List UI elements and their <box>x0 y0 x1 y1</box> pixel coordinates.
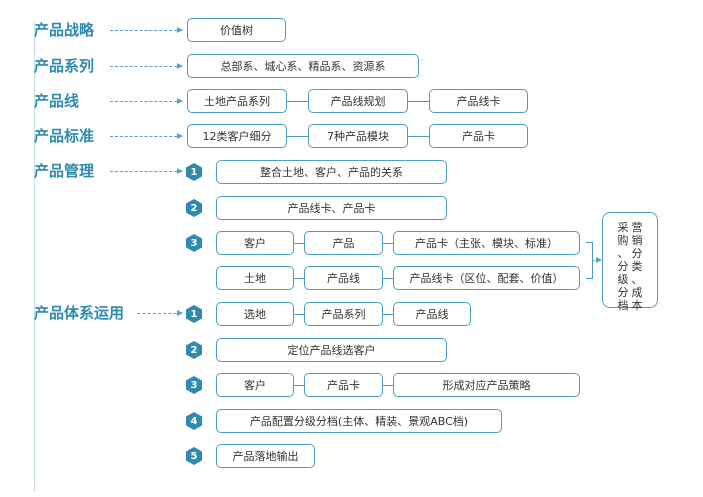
connector <box>383 385 393 386</box>
heading-product-strategy: 产品战略 <box>34 21 95 39</box>
box-customer: 客户 <box>216 231 294 255</box>
connector <box>294 385 304 386</box>
arrow-to-side <box>592 257 602 263</box>
step-badge-3: 3 <box>186 234 202 252</box>
box-line-card-product-card: 产品线卡、产品卡 <box>216 196 447 220</box>
connector <box>287 101 308 102</box>
step-badge-4: 4 <box>186 412 202 430</box>
heading-product-line: 产品线 <box>34 92 80 110</box>
step-badge-1: 1 <box>186 305 202 323</box>
arrow-line <box>110 98 183 104</box>
step-badge-2: 2 <box>186 199 202 217</box>
box-product-line-card-detail: 产品线卡（区位、配套、价值） <box>393 266 580 290</box>
box-position-line-customer: 定位产品线选客户 <box>216 338 447 362</box>
box-product-line: 产品线 <box>393 302 471 326</box>
box-product-card-detail: 产品卡（主张、模块、标准） <box>393 231 580 255</box>
box-product-output: 产品落地输出 <box>216 444 315 468</box>
box-integrate-relations: 整合土地、客户、产品的关系 <box>216 160 447 184</box>
arrow-management <box>110 168 183 174</box>
connector <box>383 243 393 244</box>
heading-product-system-application: 产品体系运用 <box>34 304 125 322</box>
heading-product-series: 产品系列 <box>34 57 95 75</box>
box-product-line: 产品线 <box>304 266 383 290</box>
box-product-line-planning: 产品线规划 <box>308 89 408 113</box>
box-product-line-card: 产品线卡 <box>429 89 528 113</box>
side-column-2: 采 购 、 分 级 分 档 <box>617 221 629 312</box>
connector <box>408 136 429 137</box>
box-land: 土地 <box>216 266 294 290</box>
box-land-product-series: 土地产品系列 <box>187 89 287 113</box>
box-product-modules: 7种产品模块 <box>308 124 408 148</box>
connector <box>294 314 304 315</box>
step-badge-2: 2 <box>186 341 202 359</box>
step-badge-1: 1 <box>186 163 202 181</box>
step-badge-3: 3 <box>186 376 202 394</box>
box-product: 产品 <box>304 231 383 255</box>
box-product-series: 总部系、城心系、精品系、资源系 <box>187 54 419 78</box>
box-select-land: 选地 <box>216 302 294 326</box>
arrow-series <box>110 63 183 69</box>
connector <box>287 136 308 137</box>
box-product-configuration: 产品配置分级分档(主体、精装、景观ABC档) <box>216 409 502 433</box>
box-product-card: 产品卡 <box>304 373 383 397</box>
connector <box>383 278 393 279</box>
box-product-card: 产品卡 <box>429 124 528 148</box>
connector <box>294 243 304 244</box>
connector <box>408 101 429 102</box>
connector <box>383 314 393 315</box>
step-badge-5: 5 <box>186 447 202 465</box>
arrow-application <box>137 310 183 316</box>
box-product-series: 产品系列 <box>304 302 383 326</box>
arrow-standard <box>110 133 183 139</box>
box-product-strategy: 形成对应产品策略 <box>393 373 580 397</box>
heading-product-management: 产品管理 <box>34 162 95 180</box>
box-customer-segments: 12类客户细分 <box>187 124 287 148</box>
timeline-rail <box>34 22 35 492</box>
side-column-1: 营 销 分 类 、 成 本 <box>631 221 643 312</box>
box-value-tree: 价值树 <box>187 18 286 42</box>
box-customer: 客户 <box>216 373 294 397</box>
heading-product-standard: 产品标准 <box>34 127 95 145</box>
arrow-strategy <box>110 27 183 33</box>
connector <box>294 278 304 279</box>
box-marketing-cost-procurement: 营 销 分 类 、 成 本 采 购 、 分 级 分 档 <box>602 212 658 312</box>
